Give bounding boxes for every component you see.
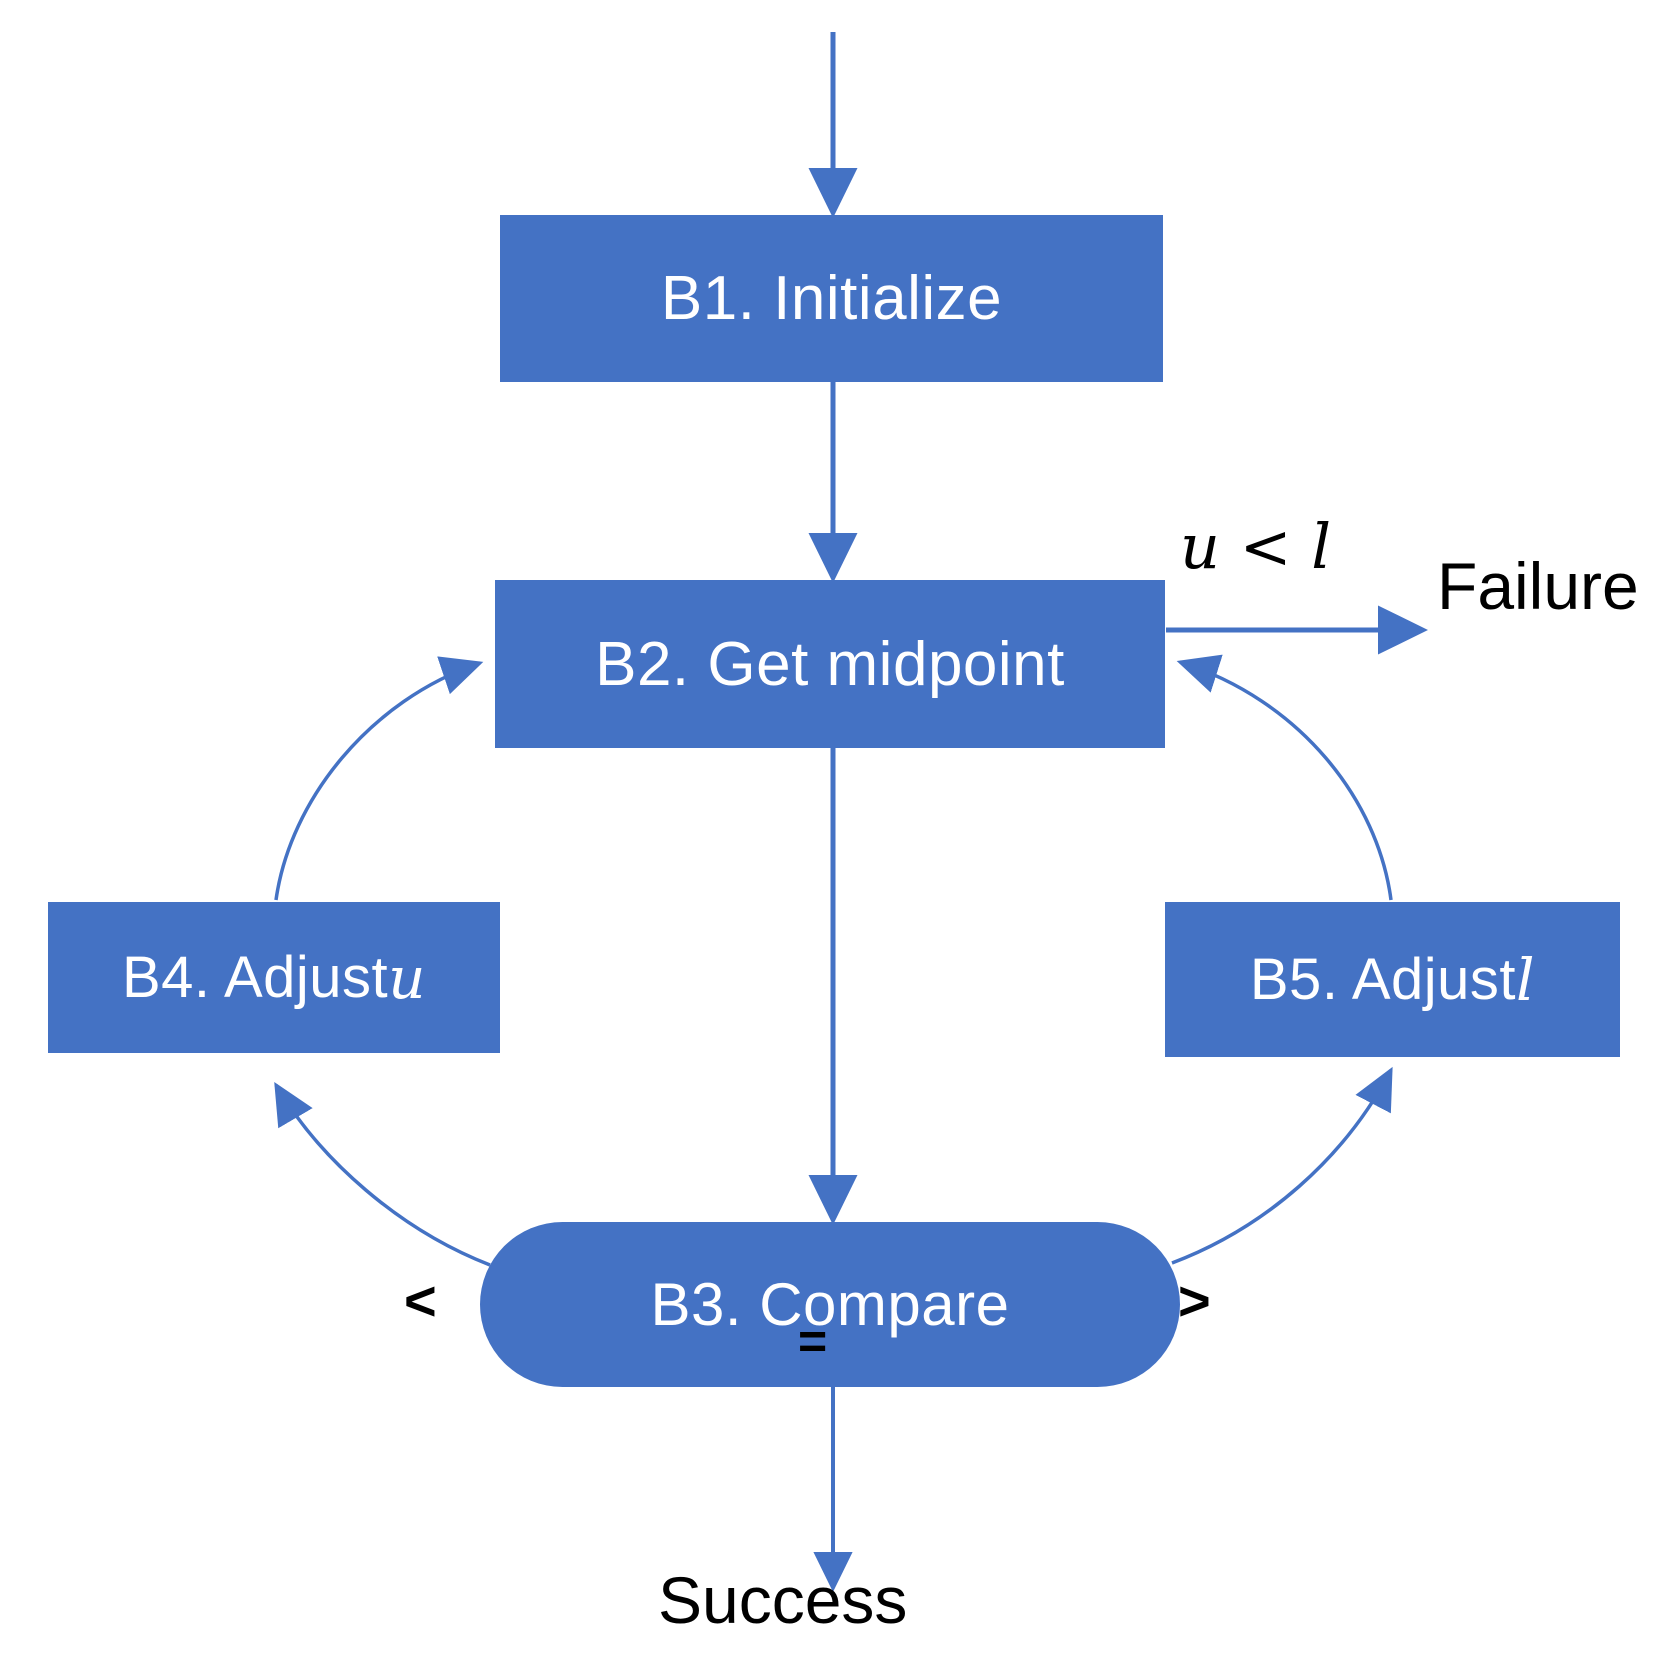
node-b1-initialize[interactable]: B1. Initialize xyxy=(500,215,1163,382)
node-b3-compare[interactable]: B3. Compare xyxy=(480,1222,1180,1387)
node-b3-label: B3. Compare xyxy=(650,1271,1010,1338)
terminal-failure-label: Failure xyxy=(1437,549,1639,623)
node-b1-label: B1. Initialize xyxy=(660,264,1003,333)
edge-label-greater-than: > xyxy=(1178,1269,1211,1332)
edge-label-u-less-than-l: u < l xyxy=(1180,510,1332,583)
node-b4-label-variable: u xyxy=(388,943,427,1012)
node-b2-label: B2. Get midpoint xyxy=(595,629,1065,699)
terminal-success-label: Success xyxy=(658,1563,908,1637)
node-b4-adjust-u[interactable]: B4. Adjust u xyxy=(48,902,500,1053)
node-b5-label-variable: l xyxy=(1516,945,1536,1014)
node-b5-label-prefix: B5. Adjust xyxy=(1249,947,1517,1012)
node-b4-label-prefix: B4. Adjust xyxy=(121,945,389,1010)
edge-b3-to-b5 xyxy=(1171,1066,1393,1265)
edge-b5-to-b2 xyxy=(1176,654,1393,901)
edge-label-equals: = xyxy=(798,1313,828,1369)
node-b2-get-midpoint[interactable]: B2. Get midpoint xyxy=(495,580,1165,748)
edge-label-less-than: < xyxy=(404,1269,437,1332)
edge-b3-to-b4 xyxy=(274,1081,491,1267)
edge-b4-to-b2 xyxy=(274,656,484,901)
node-b5-adjust-l[interactable]: B5. Adjust l xyxy=(1165,902,1620,1057)
